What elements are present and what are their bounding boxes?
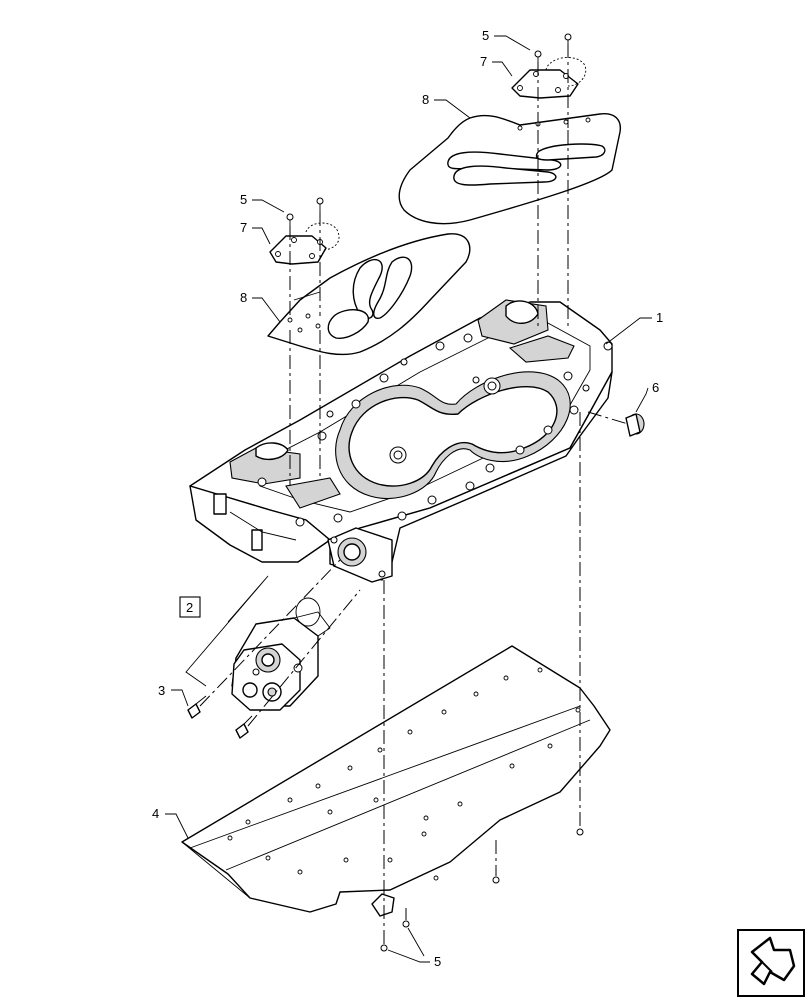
bolts-3 bbox=[187, 695, 253, 739]
plate-7-upper bbox=[511, 57, 587, 99]
callout-7-middle: 7 bbox=[240, 220, 247, 235]
guard-plate-4 bbox=[181, 645, 611, 917]
guard-holes bbox=[227, 667, 581, 881]
callout-5-upper: 5 bbox=[482, 28, 489, 43]
screws-5-lower bbox=[380, 828, 584, 952]
bent-arrow-icon[interactable] bbox=[737, 929, 805, 997]
centerlines bbox=[199, 130, 629, 944]
screws-5-upper bbox=[534, 33, 572, 128]
housing-1 bbox=[189, 299, 613, 583]
callout-8-upper: 8 bbox=[422, 92, 429, 107]
callouts: 1 2 3 4 5 5 5 6 7 7 8 8 bbox=[152, 28, 663, 969]
callout-2: 2 bbox=[186, 600, 193, 615]
plate-8-middle bbox=[267, 233, 471, 356]
motor-bracket bbox=[185, 575, 269, 687]
callout-3: 3 bbox=[158, 683, 165, 698]
plate-7-middle bbox=[269, 222, 340, 265]
callout-7-upper: 7 bbox=[480, 54, 487, 69]
callout-4: 4 bbox=[152, 806, 159, 821]
plate-8-upper bbox=[398, 113, 622, 225]
plug-6 bbox=[625, 413, 645, 437]
callout-2-box bbox=[179, 596, 201, 618]
screws-5-middle bbox=[286, 197, 324, 318]
callout-1: 1 bbox=[656, 310, 663, 325]
callout-5-lower: 5 bbox=[434, 954, 441, 969]
housing-bolts bbox=[257, 333, 613, 527]
motor-2 bbox=[231, 597, 331, 711]
callout-5-middle: 5 bbox=[240, 192, 247, 207]
leader-lines bbox=[165, 35, 652, 963]
callout-8-middle: 8 bbox=[240, 290, 247, 305]
callout-6: 6 bbox=[652, 380, 659, 395]
